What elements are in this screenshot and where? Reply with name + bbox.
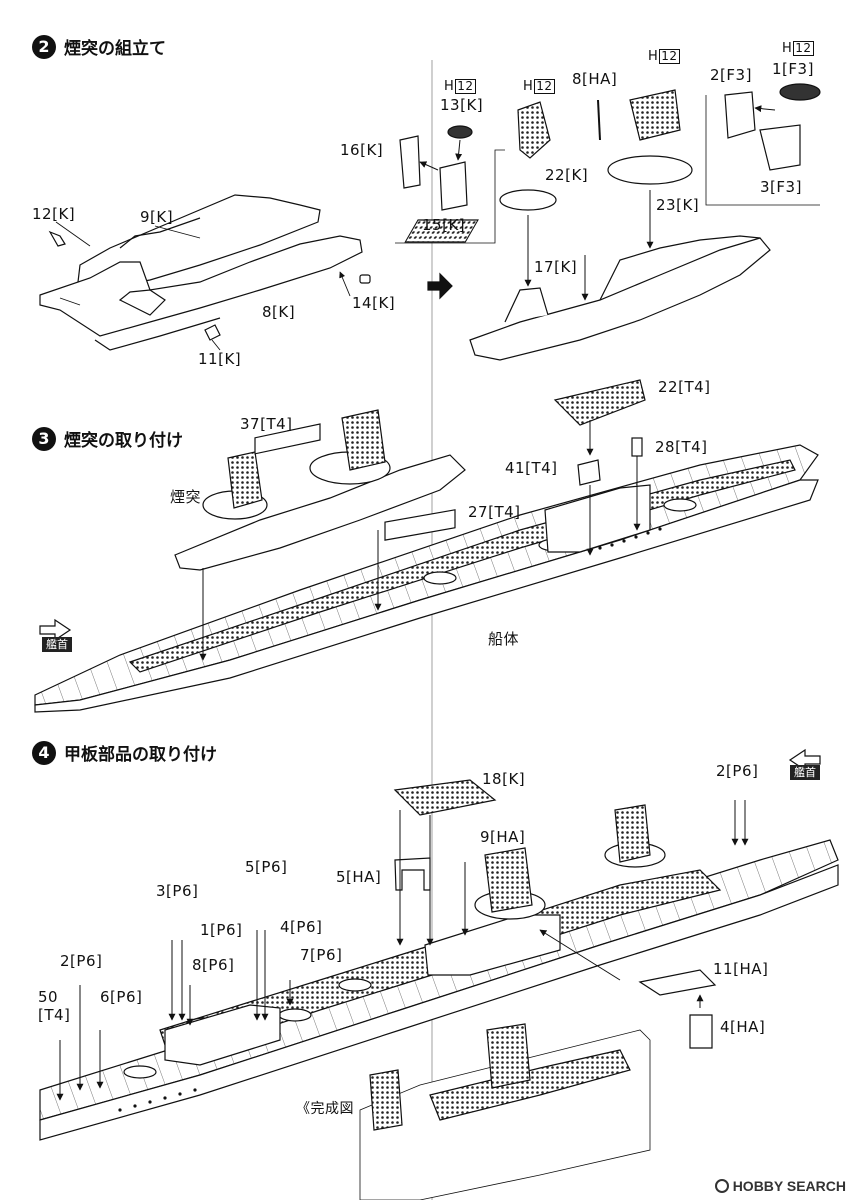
- label-23k: 23[K]: [656, 196, 700, 214]
- step2-title: 煙突の組立て: [64, 39, 166, 59]
- label-8k: 8[K]: [262, 303, 296, 321]
- label-5p6: 5[P6]: [245, 858, 288, 876]
- bow-tag-step4: 艦首: [790, 765, 820, 780]
- step2-heading: 2 煙突の組立て: [32, 34, 166, 59]
- label-27t4: 27[T4]: [468, 503, 521, 521]
- watermark-text: HOBBY SEARCH: [732, 1178, 846, 1194]
- label-37t4: 37[T4]: [240, 415, 293, 433]
- label-funnel: 煙突: [170, 488, 202, 506]
- label-50: 50: [38, 988, 59, 1006]
- hobby-search-watermark: HOBBY SEARCH: [714, 1178, 846, 1194]
- label-2f3: 2[F3]: [710, 66, 752, 84]
- step4-drawing: [39, 748, 839, 1200]
- label-22t4: 22[T4]: [658, 378, 711, 396]
- label-14k: 14[K]: [352, 294, 396, 312]
- label-1f3: 1[F3]: [772, 60, 814, 78]
- label-3p6: 3[P6]: [156, 882, 199, 900]
- label-17k: 17[K]: [534, 258, 578, 276]
- label-8ha: 8[HA]: [572, 70, 618, 88]
- label-2p6-top: 2[P6]: [716, 762, 759, 780]
- label-16k: 16[K]: [340, 141, 384, 159]
- label-5ha: 5[HA]: [336, 868, 382, 886]
- bow-tag-step3: 艦首: [42, 637, 72, 652]
- step2-drawing: [39, 83, 821, 361]
- step3-number: 3: [32, 426, 56, 451]
- label-50-t4: [T4]: [38, 1006, 71, 1024]
- label-2p6-left: 2[P6]: [60, 952, 103, 970]
- label-completed-view: 《完成図: [296, 1101, 354, 1117]
- step3-title: 煙突の取り付け: [64, 431, 183, 451]
- label-41t4: 41[T4]: [505, 459, 558, 477]
- step4-title: 甲板部品の取り付け: [64, 745, 217, 765]
- label-22k: 22[K]: [545, 166, 589, 184]
- label-8p6: 8[P6]: [192, 956, 235, 974]
- label-28t4: 28[T4]: [655, 438, 708, 456]
- step4-number: 4: [32, 740, 56, 765]
- label-9k: 9[K]: [140, 208, 174, 226]
- label-11k: 11[K]: [198, 350, 242, 368]
- label-11ha: 11[HA]: [713, 960, 769, 978]
- step3-drawing: [34, 379, 819, 713]
- label-18k: 18[K]: [482, 770, 526, 788]
- step4-heading: 4 甲板部品の取り付け: [32, 740, 217, 765]
- step2-number: 2: [32, 34, 56, 59]
- label-7p6: 7[P6]: [300, 946, 343, 964]
- hobby-search-logo-icon: [714, 1179, 729, 1193]
- label-3f3: 3[F3]: [760, 178, 802, 196]
- label-4p6: 4[P6]: [280, 918, 323, 936]
- label-4ha: 4[HA]: [720, 1018, 766, 1036]
- label-13k: 13[K]: [440, 96, 484, 114]
- label-6p6: 6[P6]: [100, 988, 143, 1006]
- step3-heading: 3 煙突の取り付け: [32, 426, 183, 451]
- label-hull: 船体: [488, 630, 520, 648]
- label-9ha: 9[HA]: [480, 828, 526, 846]
- label-1p6: 1[P6]: [200, 921, 243, 939]
- label-15k: 15[K]: [422, 216, 466, 234]
- label-12k: 12[K]: [32, 205, 76, 223]
